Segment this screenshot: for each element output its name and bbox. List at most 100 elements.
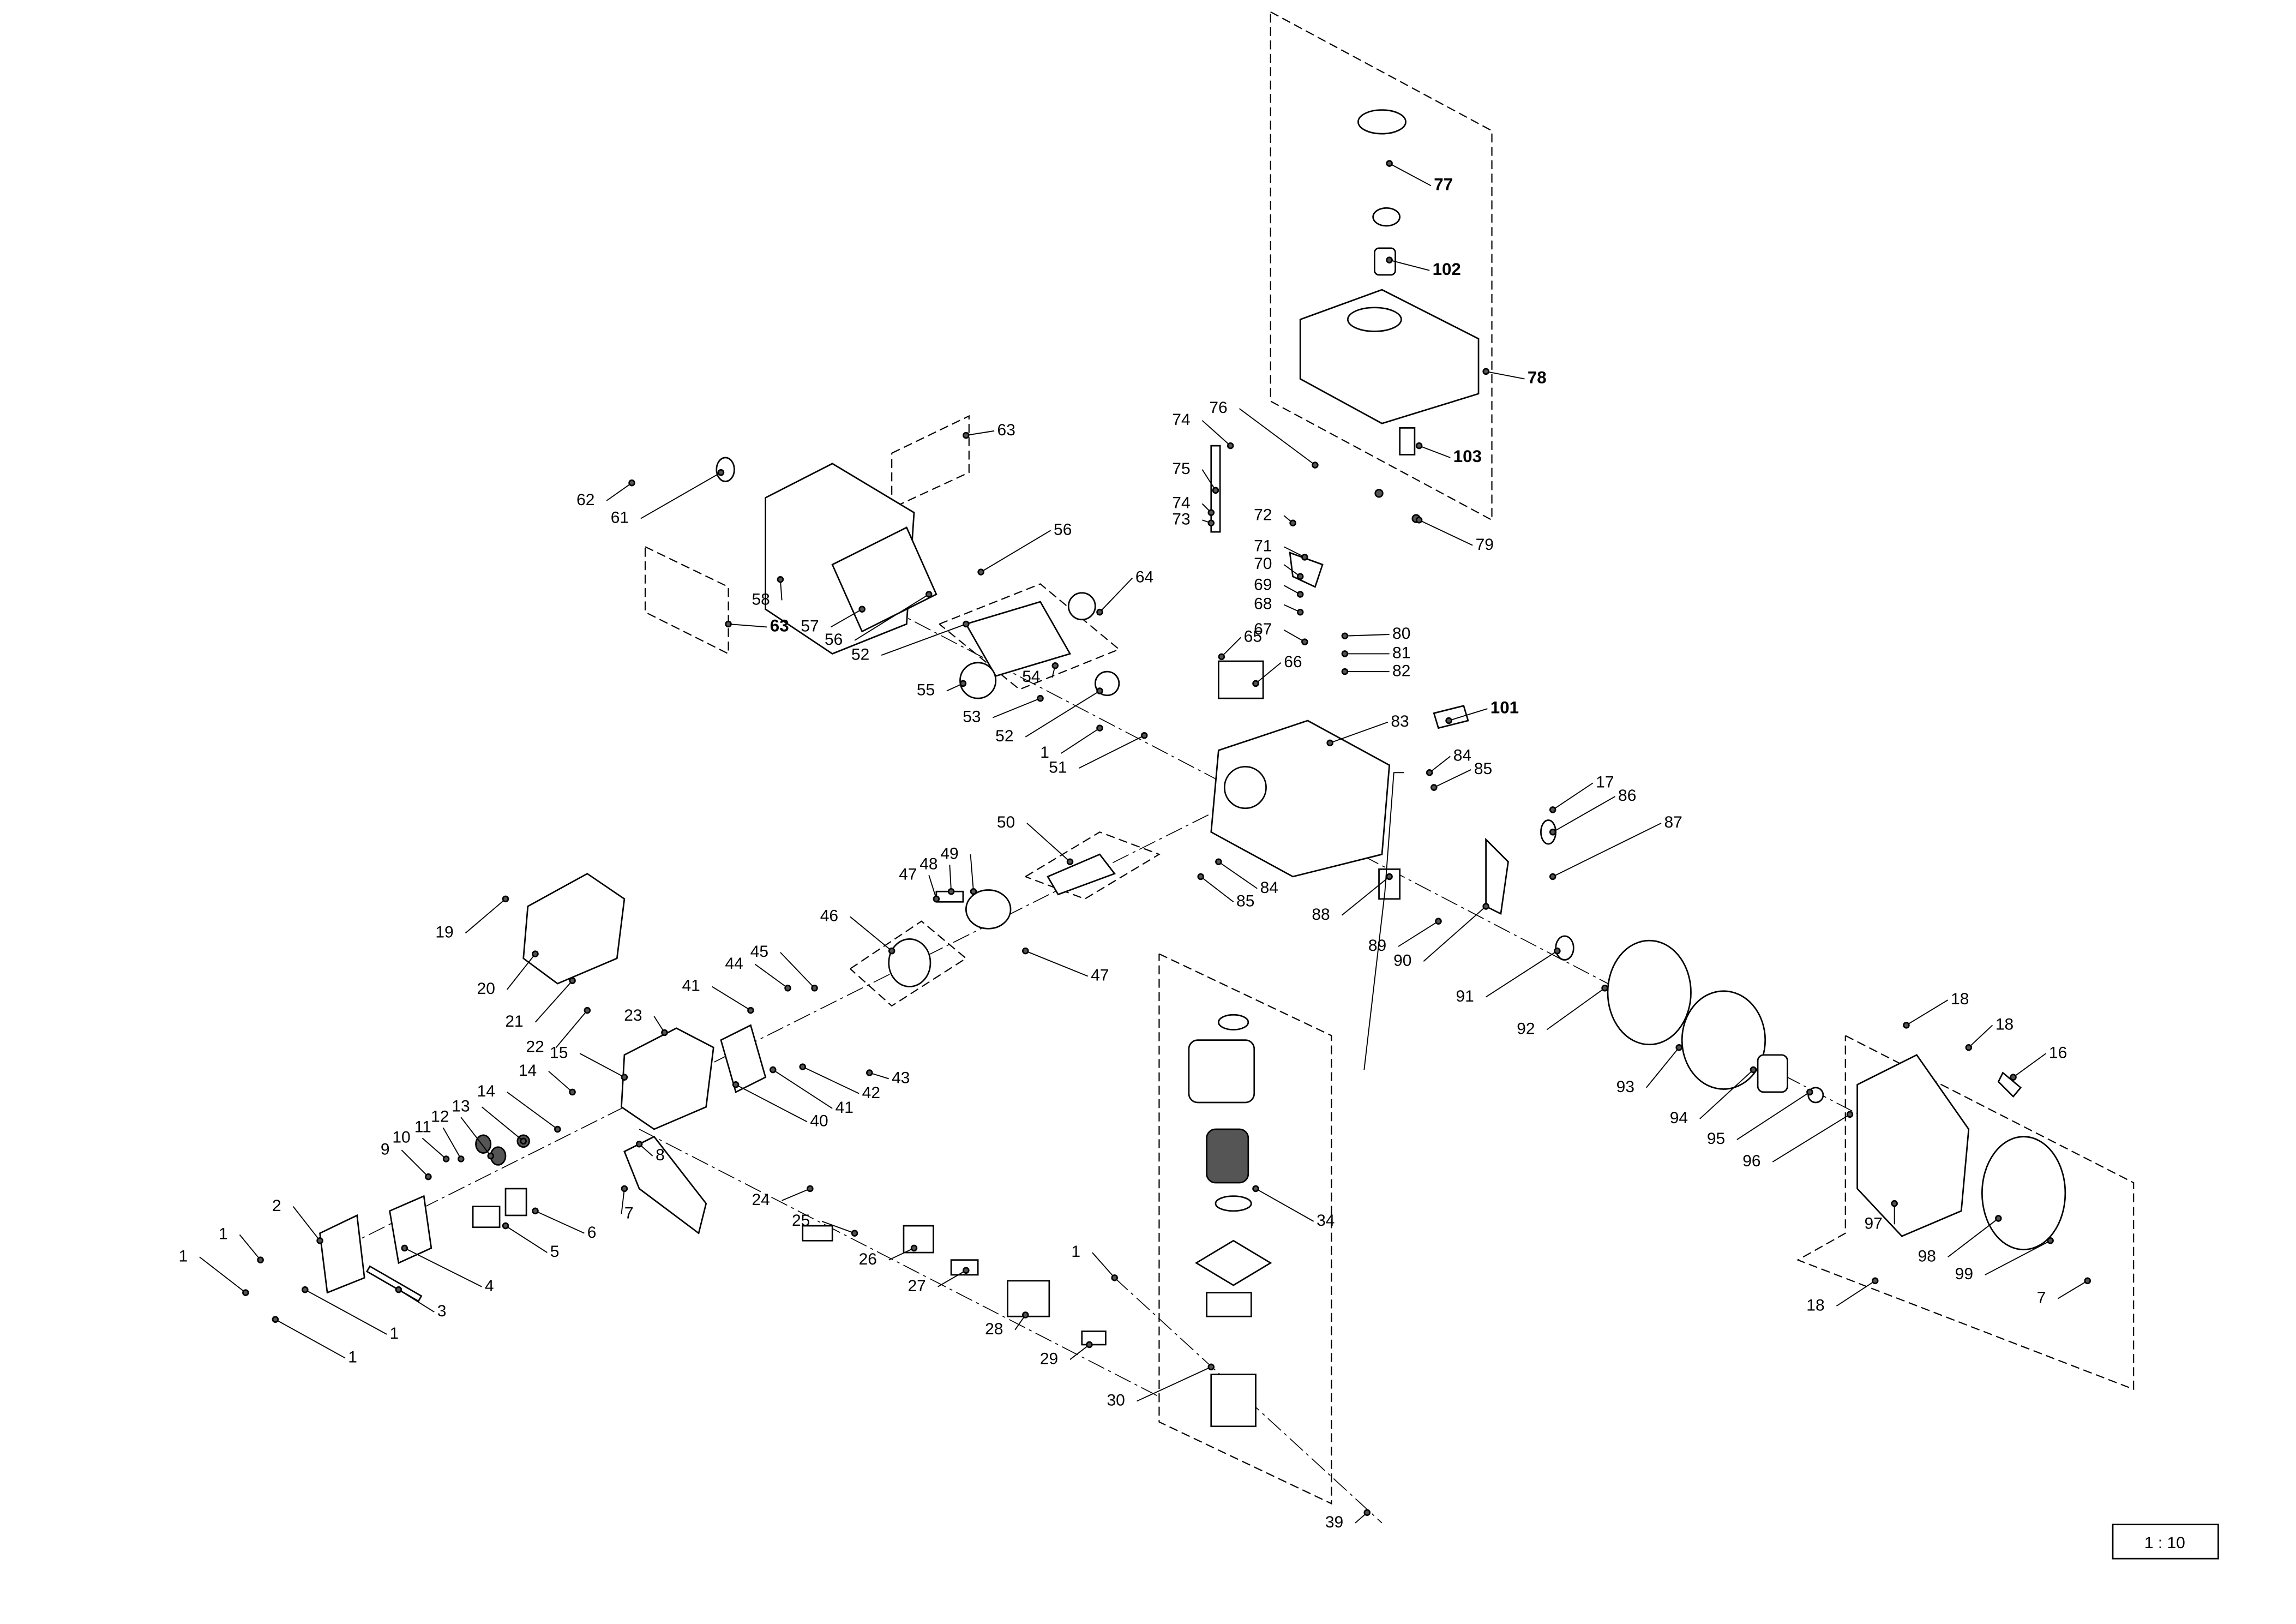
callout-5: 5 bbox=[550, 1243, 560, 1261]
fastener-mark bbox=[1326, 739, 1333, 747]
callout-24: 24 bbox=[752, 1191, 770, 1209]
fastener-mark bbox=[1022, 947, 1029, 955]
callout-39: 39 bbox=[1325, 1513, 1343, 1531]
wing-nut bbox=[1218, 1014, 1249, 1030]
fastener-mark bbox=[1903, 1022, 1910, 1029]
callout-57: 57 bbox=[801, 618, 819, 636]
fastener-mark bbox=[1415, 442, 1423, 450]
recoil-group-box bbox=[1796, 1035, 2135, 1391]
leader-line bbox=[772, 1069, 833, 1109]
fastener-mark bbox=[866, 1069, 873, 1076]
fastener-mark bbox=[1482, 903, 1489, 910]
callout-7: 7 bbox=[624, 1204, 634, 1222]
fastener-mark bbox=[2084, 1277, 2091, 1285]
leader-line bbox=[465, 898, 506, 934]
leader-line bbox=[1078, 735, 1145, 769]
fastener-mark bbox=[910, 1244, 918, 1252]
fastener-mark bbox=[502, 895, 509, 903]
fastener-mark bbox=[1554, 947, 1561, 955]
fastener-mark bbox=[970, 888, 977, 895]
callout-98: 98 bbox=[1918, 1247, 1936, 1265]
leader-line bbox=[1025, 950, 1089, 977]
leader-line bbox=[2057, 1280, 2088, 1299]
callout-85: 85 bbox=[1236, 892, 1254, 910]
gear bbox=[1067, 592, 1096, 621]
callout-79: 79 bbox=[1476, 536, 1494, 554]
air-cleaner-gasket bbox=[1081, 1331, 1107, 1346]
fastener-mark bbox=[395, 1286, 402, 1293]
leader-line bbox=[422, 1137, 447, 1160]
callout-94: 94 bbox=[1670, 1109, 1688, 1127]
fastener-mark bbox=[1051, 662, 1059, 669]
callout-48: 48 bbox=[919, 855, 937, 873]
leader-line bbox=[1552, 782, 1594, 811]
callout-67: 67 bbox=[1254, 620, 1272, 638]
callout-84: 84 bbox=[1453, 747, 1471, 765]
fastener-mark bbox=[1341, 668, 1349, 675]
leader-line bbox=[534, 980, 573, 1023]
scale-label: 1 : 10 bbox=[2144, 1534, 2185, 1552]
callout-54: 54 bbox=[1022, 668, 1040, 686]
leader-line bbox=[606, 482, 633, 501]
callout-22: 22 bbox=[526, 1038, 544, 1056]
leader-line bbox=[1218, 861, 1258, 889]
fastener-mark bbox=[1675, 1044, 1682, 1051]
cylinder-bore bbox=[1223, 766, 1267, 810]
leader-line bbox=[1344, 634, 1390, 637]
fastener-mark bbox=[1207, 519, 1215, 527]
fastener-mark bbox=[1022, 1311, 1029, 1319]
callout-75: 75 bbox=[1172, 460, 1190, 478]
callout-50: 50 bbox=[997, 813, 1015, 831]
leader-line bbox=[1968, 1024, 1993, 1048]
leader-line bbox=[970, 854, 974, 892]
callout-1: 1 bbox=[178, 1247, 188, 1265]
callout-46: 46 bbox=[820, 907, 838, 925]
fastener-mark bbox=[1435, 918, 1442, 925]
callout-14: 14 bbox=[519, 1062, 537, 1080]
leader-line bbox=[821, 1220, 855, 1234]
callout-47: 47 bbox=[899, 865, 917, 883]
air-filter-element bbox=[1206, 1128, 1249, 1184]
group-boxes bbox=[644, 11, 2135, 1505]
leader-line bbox=[1552, 796, 1616, 833]
fastener-mark bbox=[963, 1267, 970, 1274]
callout-18: 18 bbox=[1806, 1296, 1824, 1314]
callout-8: 8 bbox=[656, 1146, 665, 1164]
callout-27: 27 bbox=[907, 1277, 925, 1295]
side-bracket bbox=[1485, 837, 1509, 915]
leader-line bbox=[780, 952, 815, 988]
leader-line bbox=[505, 1225, 548, 1253]
leader-line bbox=[1200, 876, 1234, 903]
piston-group-box bbox=[850, 920, 967, 1007]
leader-line bbox=[275, 1319, 346, 1359]
fastener-mark bbox=[621, 1185, 628, 1192]
callout-26: 26 bbox=[859, 1250, 877, 1268]
leader-line bbox=[779, 579, 783, 601]
fastener-mark bbox=[851, 1230, 858, 1237]
callout-15: 15 bbox=[550, 1044, 568, 1062]
leader-line bbox=[1255, 1188, 1314, 1222]
leader-line bbox=[481, 1106, 524, 1142]
leader-line bbox=[292, 1206, 321, 1241]
callout-58: 58 bbox=[752, 591, 770, 609]
fastener-mark bbox=[532, 950, 539, 957]
callout-4: 4 bbox=[485, 1277, 494, 1295]
callout-14: 14 bbox=[477, 1082, 495, 1100]
callout-34: 34 bbox=[1317, 1212, 1335, 1230]
callout-56: 56 bbox=[825, 631, 843, 649]
callout-9: 9 bbox=[381, 1140, 390, 1158]
fastener-mark bbox=[784, 984, 791, 992]
fastener-mark bbox=[858, 606, 865, 613]
fuel-tank-filler bbox=[1347, 307, 1402, 332]
callout-41: 41 bbox=[682, 977, 700, 995]
leader-line bbox=[728, 624, 767, 628]
leader-line bbox=[937, 1269, 966, 1287]
callout-66: 66 bbox=[1284, 653, 1302, 671]
leader-line bbox=[1836, 1280, 1876, 1307]
fastener-mark bbox=[520, 1137, 527, 1145]
air-cleaner-group-box bbox=[1158, 953, 1332, 1505]
fastener-mark bbox=[1215, 858, 1222, 866]
leader-line bbox=[850, 916, 892, 951]
callout-102: 102 bbox=[1433, 260, 1461, 279]
callout-40: 40 bbox=[810, 1112, 828, 1130]
